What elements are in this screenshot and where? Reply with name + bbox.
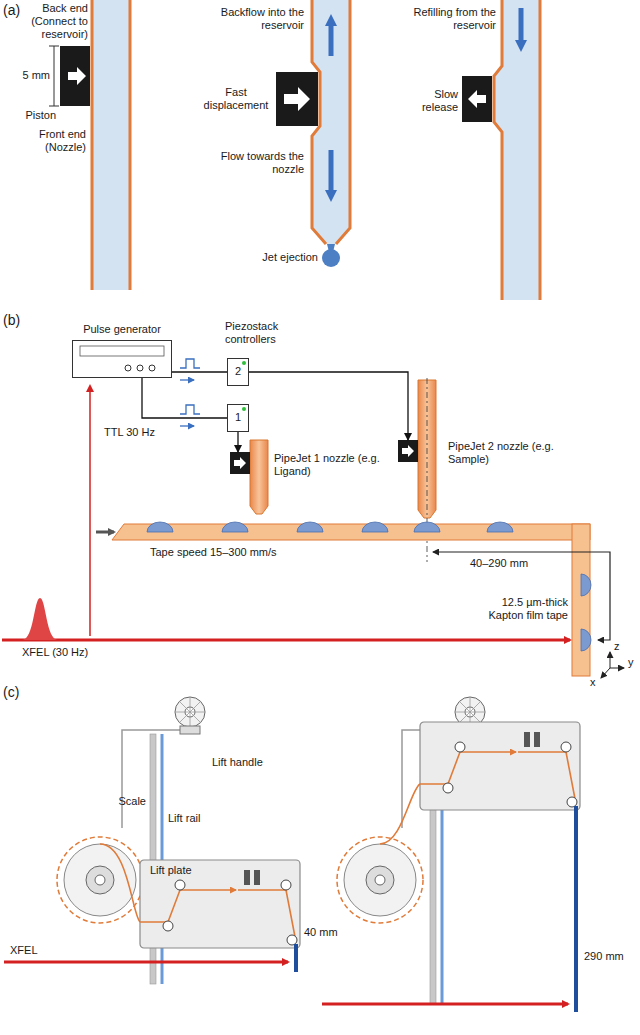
label: Piezostack controllers	[225, 320, 309, 346]
label: XFEL (30 Hz)	[22, 646, 88, 659]
label: Flow towards the nozzle	[196, 150, 304, 176]
label: TTL 30 Hz	[104, 426, 155, 439]
label: Front end (Nozzle)	[4, 128, 86, 154]
node-heading: Pulse generator	[72, 322, 172, 336]
controller-box: 1	[227, 404, 249, 432]
label: Lift rail	[168, 812, 200, 825]
label: Backflow into the reservoir	[196, 6, 304, 32]
label: Back end (Connect to reservoir)	[24, 2, 88, 41]
label: 40 mm	[304, 926, 338, 939]
generator-box	[72, 340, 172, 378]
label: Jet ejection	[236, 251, 318, 264]
label: (a)	[3, 2, 20, 19]
label: 290 mm	[584, 950, 624, 963]
label: XFEL	[10, 944, 38, 957]
signal-wire	[142, 378, 227, 418]
label: 12.5 µm-thick Kapton film tape	[478, 596, 568, 622]
signal-wire	[249, 372, 408, 440]
label: Lift plate	[150, 864, 192, 877]
label: Piston	[6, 109, 56, 122]
nozzle-label: PipeJet 2 nozzle (e.g. Sample)	[448, 440, 558, 466]
label: z	[614, 640, 620, 653]
controller-box: 2	[227, 358, 249, 386]
label: (b)	[3, 312, 20, 329]
pulse-generator: Pulse generator	[72, 322, 172, 378]
label: Lift handle	[212, 756, 263, 769]
label: 40–290 mm	[470, 557, 528, 570]
label: Slow release	[398, 88, 458, 114]
label: Refilling from the reservoir	[396, 6, 496, 32]
label: (c)	[3, 684, 19, 701]
signal-wire	[237, 432, 238, 452]
label: Scale	[96, 795, 146, 808]
label: y	[628, 656, 634, 669]
label: 5 mm	[10, 69, 50, 82]
controller-number: 1	[228, 405, 248, 430]
label: Fast displacement	[200, 86, 272, 112]
label: Tape speed 15–300 mm/s	[150, 546, 277, 559]
pipejet-nozzle: PipeJet 1 nozzle (e.g. Ligand)	[228, 452, 388, 510]
signal-wire	[172, 371, 227, 372]
controller-number: 2	[228, 359, 248, 384]
status-led	[242, 407, 246, 411]
label: x	[590, 676, 596, 689]
status-led	[242, 361, 246, 365]
pipejet-nozzle: PipeJet 2 nozzle (e.g. Sample)	[396, 440, 560, 498]
nozzle-label: PipeJet 1 nozzle (e.g. Ligand)	[274, 452, 384, 478]
